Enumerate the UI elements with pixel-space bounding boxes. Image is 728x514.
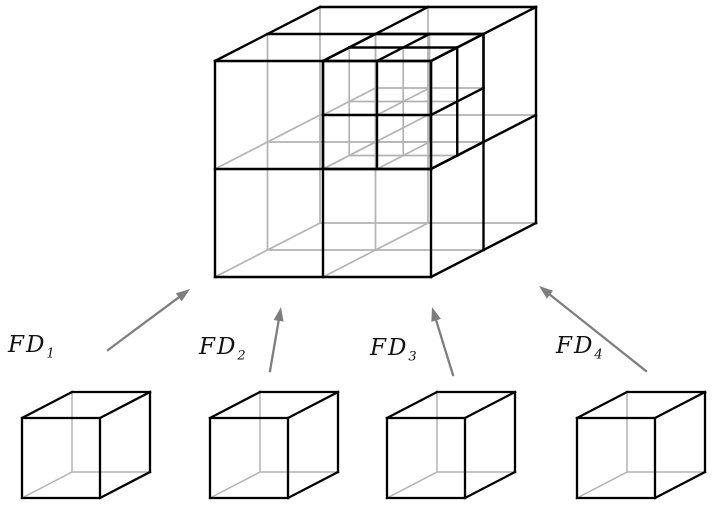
visible-edge <box>463 470 517 500</box>
visible-edge <box>429 86 486 117</box>
label-fd4: FD4 <box>556 335 603 362</box>
arrowhead-icon <box>273 307 284 322</box>
visible-edge <box>98 470 152 500</box>
source-cube-1 <box>20 390 152 500</box>
visible-edge <box>653 470 707 500</box>
source-cube-2 <box>208 390 340 500</box>
hidden-edge <box>20 470 74 500</box>
arrow-shaft <box>548 293 648 373</box>
label-fd1: FD1 <box>8 334 55 361</box>
connector-arrow-2 <box>268 307 284 373</box>
visible-edge <box>463 390 517 420</box>
source-cube-4 <box>575 390 707 500</box>
connector-arrow-3 <box>431 307 455 377</box>
hidden-edge <box>575 470 629 500</box>
arrow-shaft <box>434 318 455 377</box>
visible-edge <box>385 390 439 420</box>
hidden-edge <box>208 470 262 500</box>
visible-edge <box>429 32 486 63</box>
arrow-shaft <box>106 295 181 352</box>
visible-edge <box>653 390 707 420</box>
label-fd2-sub: 2 <box>237 348 246 364</box>
label-fd3-text: FD <box>370 335 409 361</box>
octree-cube <box>213 5 538 279</box>
label-fd3-sub: 3 <box>408 349 417 365</box>
connector-arrow-4 <box>539 286 648 373</box>
arrowhead-icon <box>175 289 190 302</box>
visible-edge <box>98 390 152 420</box>
visible-edge <box>286 390 340 420</box>
source-cube-3 <box>385 390 517 500</box>
label-fd4-text: FD <box>556 333 595 359</box>
label-fd4-sub: 4 <box>594 347 603 363</box>
visible-edge <box>20 390 74 420</box>
connector-arrow-1 <box>106 289 190 352</box>
label-fd3: FD3 <box>370 337 417 364</box>
visible-edge <box>208 390 262 420</box>
arrowhead-icon <box>431 307 441 322</box>
visible-edge <box>575 390 629 420</box>
label-fd2-text: FD <box>199 334 238 360</box>
label-fd2: FD2 <box>199 336 246 363</box>
visible-edge <box>286 470 340 500</box>
arrowhead-icon <box>539 286 554 299</box>
label-fd1-text: FD <box>8 332 47 358</box>
arrow-shaft <box>268 319 280 373</box>
hidden-edge <box>385 470 439 500</box>
hidden-edge <box>375 86 431 117</box>
label-fd1-sub: 1 <box>46 346 55 362</box>
